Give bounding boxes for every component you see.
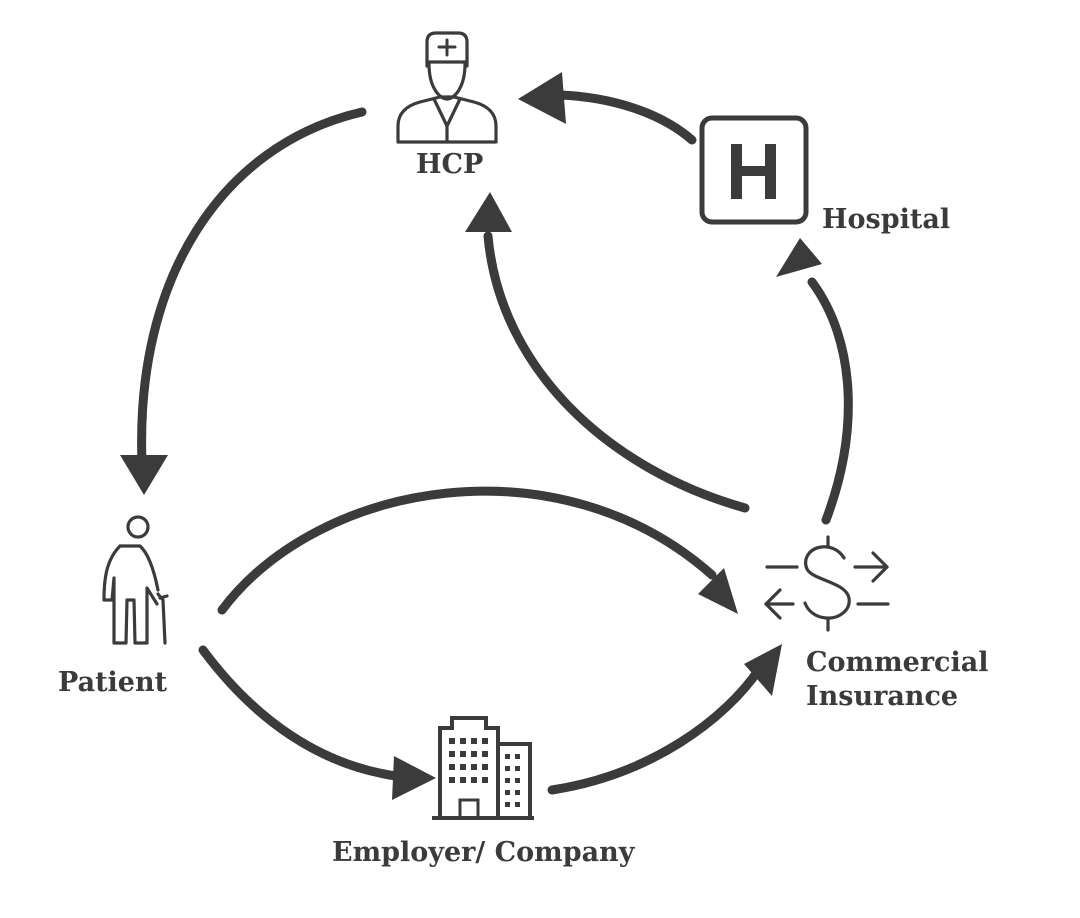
arrowhead-insurance-from-employer <box>744 644 782 696</box>
arrowhead-hospital <box>776 238 822 277</box>
arrowhead-hcp-from-insurance <box>465 192 512 232</box>
edge-patient-to-employer <box>198 645 401 781</box>
arrowhead-patient <box>120 455 168 495</box>
arrowhead-employer <box>392 756 436 800</box>
arrowhead-hcp-from-hospital <box>518 72 566 124</box>
edge-hcp-to-patient <box>137 107 367 467</box>
edge-insurance-to-hcp <box>483 231 750 513</box>
hospital-icon <box>699 115 809 225</box>
office-building-icon <box>432 716 534 820</box>
hcp-label: HCP <box>416 149 484 180</box>
patient-label: Patient <box>58 667 168 698</box>
employer-label: Employer/ Company <box>332 837 635 868</box>
edge-hospital-to-hcp <box>555 90 697 145</box>
commercial-insurance-label-line2: Insurance <box>806 680 959 712</box>
hospital-label: Hospital <box>822 204 951 235</box>
doctor-icon <box>396 31 498 144</box>
elderly-person-icon <box>102 515 169 645</box>
edge-insurance-to-hospital <box>807 277 853 525</box>
commercial-insurance-label-line1: Commercial <box>806 647 989 678</box>
money-exchange-icon <box>764 535 890 632</box>
edge-patient-to-insurance <box>217 486 717 615</box>
edge-employer-to-insurance <box>547 663 765 795</box>
commercial-insurance-label: Commercial Insurance <box>806 646 989 714</box>
arrowhead-insurance-from-patient <box>698 568 738 614</box>
